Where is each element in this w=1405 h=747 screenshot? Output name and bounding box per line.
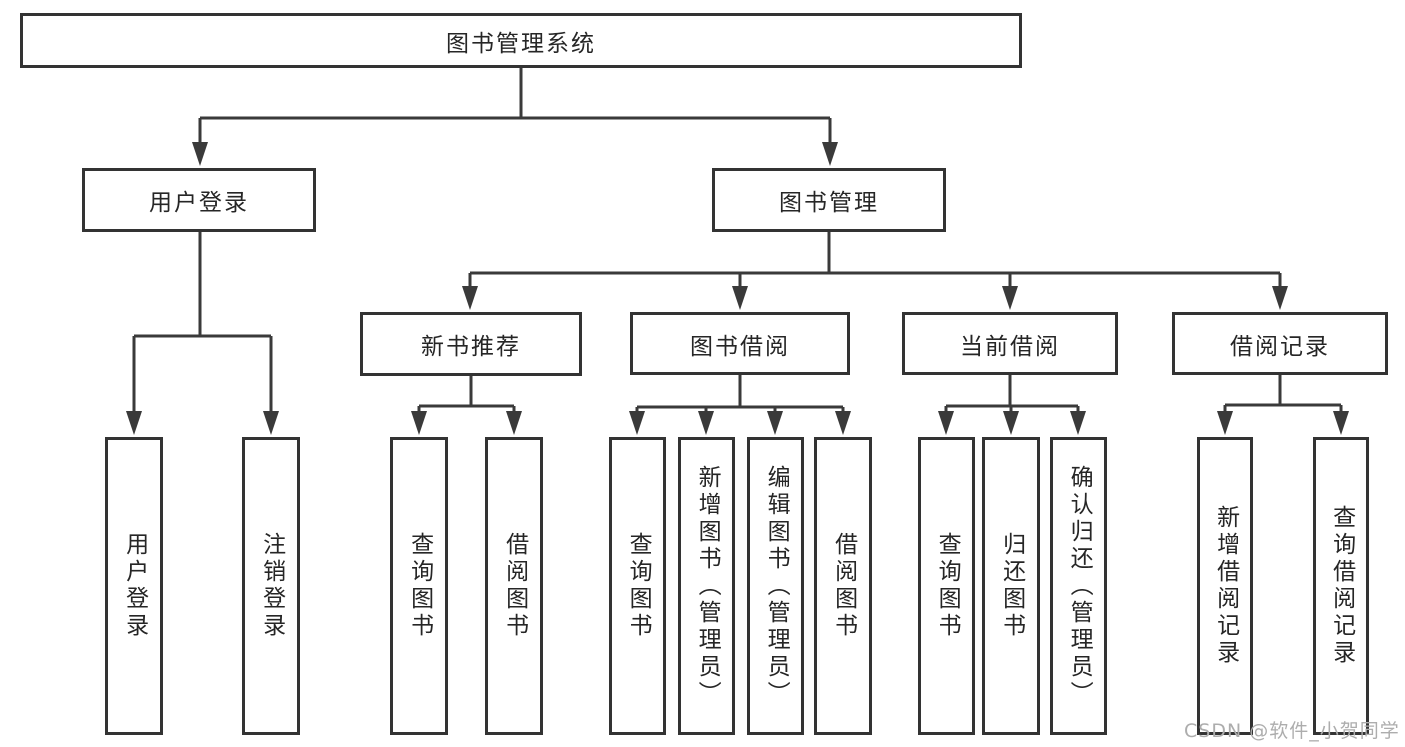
node-root: 图书管理系统 — [20, 13, 1022, 68]
node-borrow-records: 借阅记录 — [1172, 312, 1388, 375]
arrowhead — [698, 411, 714, 435]
node-book-borrow: 图书借阅 — [630, 312, 850, 375]
leaf-query-books-recommend: 查询图书 — [390, 437, 448, 735]
arrowhead — [1070, 411, 1086, 435]
arrowhead — [462, 286, 478, 310]
connector-root-split — [198, 68, 832, 144]
leaf-return-books: 归还图书 — [982, 437, 1040, 735]
leaf-add-book-admin: 新增图书（管理员） — [678, 437, 735, 735]
arrowhead — [126, 411, 142, 435]
leaf-logout: 注销登录 — [242, 437, 300, 735]
arrowhead — [263, 411, 279, 435]
csdn-watermark: CSDN @软件_小贺同学 — [1184, 720, 1400, 742]
connector-book-management-split — [468, 232, 1282, 288]
connector-current-borrow-split — [944, 374, 1080, 413]
connector-new-book-split — [417, 376, 516, 413]
arrowhead — [1272, 286, 1288, 310]
leaf-query-books-current: 查询图书 — [918, 437, 975, 735]
arrowhead — [732, 286, 748, 310]
arrowhead — [506, 411, 522, 435]
leaf-user-login: 用户登录 — [105, 437, 163, 735]
leaf-borrow-books-recommend: 借阅图书 — [485, 437, 543, 735]
arrowhead — [835, 411, 851, 435]
arrowhead — [411, 411, 427, 435]
arrowhead — [192, 142, 208, 166]
node-current-borrow: 当前借阅 — [902, 312, 1118, 375]
leaf-query-borrow-record: 查询借阅记录 — [1313, 437, 1369, 735]
node-book-management: 图书管理 — [712, 168, 946, 232]
connector-user-login-split — [132, 231, 273, 413]
connector-records-split — [1223, 374, 1343, 413]
connector-book-borrow-split — [635, 374, 845, 413]
leaf-borrow-books: 借阅图书 — [814, 437, 872, 735]
arrowhead — [1333, 411, 1349, 435]
arrowhead — [822, 142, 838, 166]
arrowhead — [1002, 286, 1018, 310]
leaf-edit-book-admin: 编辑图书（管理员） — [747, 437, 804, 735]
arrowhead — [938, 411, 954, 435]
node-user-login: 用户登录 — [82, 168, 316, 232]
arrowhead — [1003, 411, 1019, 435]
arrowhead — [629, 411, 645, 435]
arrowhead — [1217, 411, 1233, 435]
leaf-confirm-return-admin: 确认归还（管理员） — [1050, 437, 1107, 735]
leaf-query-books-borrow: 查询图书 — [609, 437, 666, 735]
leaf-add-borrow-record: 新增借阅记录 — [1197, 437, 1253, 735]
node-new-book-recommend: 新书推荐 — [360, 312, 582, 376]
arrowhead — [767, 411, 783, 435]
